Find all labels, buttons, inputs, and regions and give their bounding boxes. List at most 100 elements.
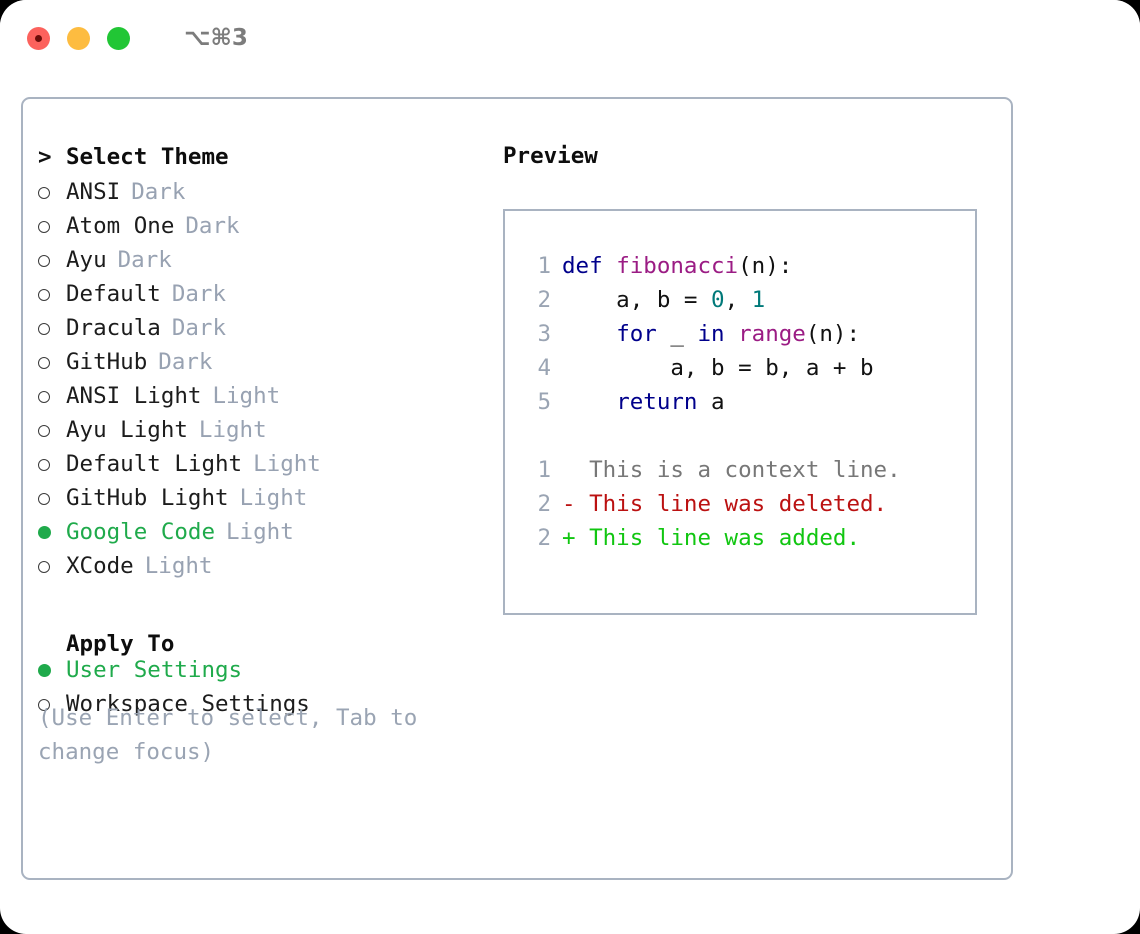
option-kind-badge: Dark [158,349,213,375]
code-line-number: 5 [537,389,551,415]
radio-unselected-icon[interactable] [38,448,66,482]
code-line-number: 3 [537,321,551,347]
code-line: 4 a, b = b, a + b [519,351,975,385]
keyboard-hint-text: (Use Enter to select, Tab to change focu… [38,705,431,765]
prompt-caret-cell: > [38,140,66,174]
apply-to-label: Apply To [66,631,175,657]
option-label: Dracula [66,315,161,341]
option-label: XCode [66,553,134,579]
option-kind-badge: Light [198,417,267,443]
radio-selected-icon[interactable] [38,516,66,550]
code-token: a [697,389,725,415]
diff-line: 2+ This line was added. [519,521,975,555]
radio-unselected-icon[interactable] [38,244,66,278]
diff-sample: 1 This is a context line.2- This line wa… [519,453,975,555]
diff-line-number: 1 [537,457,551,483]
radio-selected-icon[interactable] [38,654,66,688]
option-kind-badge: Dark [131,179,186,205]
theme-option-default-light[interactable]: Default Light Light [38,447,478,481]
radio-unselected-icon[interactable] [38,414,66,448]
theme-option-github-light[interactable]: GitHub Light Light [38,481,478,515]
maximize-window-button[interactable] [107,26,130,50]
code-token [562,389,616,415]
prompt-caret-icon: > [38,144,52,170]
code-diff-separator [519,419,975,453]
radio-unselected-icon[interactable] [38,210,66,244]
code-token: return [616,389,698,415]
radio-unselected-icon[interactable] [38,380,66,414]
apply-to-option-workspace-settings[interactable]: Workspace Settings [38,687,478,721]
theme-option-xcode[interactable]: XCode Light [38,549,478,583]
radio-unselected-icon[interactable] [38,346,66,380]
option-kind-badge: Dark [117,247,172,273]
radio-unselected-icon[interactable] [38,312,66,346]
select-theme-label: Select Theme [66,144,229,170]
radio-dot-hollow [38,391,50,403]
close-window-button[interactable] [27,26,50,50]
option-label: Default Light [66,451,243,477]
option-kind-badge: Light [212,383,281,409]
option-label: User Settings [66,657,243,683]
option-kind-badge: Dark [171,281,227,307]
radio-unselected-icon[interactable] [38,688,66,722]
apply-to-option-user-settings[interactable]: User Settings [38,653,478,687]
radio-dot-hollow [38,221,50,233]
diff-line: 1 This is a context line. [519,453,975,487]
code-line: 3 for _ in range(n): [519,317,975,351]
radio-dot-hollow [38,323,50,335]
diff-marker: - [562,491,576,517]
minimize-window-button[interactable] [67,26,90,50]
option-label: Atom One [66,213,175,239]
apply-to-heading-gutter [38,617,66,651]
radio-dot-hollow [38,255,50,267]
code-line: 5 return a [519,385,975,419]
option-kind-badge: Light [239,485,308,511]
radio-dot-hollow [38,493,50,505]
diff-line-content: This is a context line. [575,457,901,483]
option-label: GitHub Light [66,485,229,511]
diff-line-content: This line was deleted. [575,491,888,517]
radio-dot-hollow [38,699,50,711]
diff-marker [562,453,576,487]
radio-dot-hollow [38,561,50,573]
diff-line-content: This line was added. [575,525,861,551]
option-label: ANSI [66,179,121,205]
option-kind-badge: Light [226,519,294,545]
code-line-content: for _ in range(n): [562,317,860,351]
list-spacer [38,583,478,617]
window-controls [27,26,130,50]
option-label: Ayu [66,247,107,273]
code-token: fibonacci [616,253,739,279]
apply-to-heading-row: Apply To [38,617,478,657]
code-token: (n): [805,321,861,347]
radio-dot-filled [38,526,51,539]
theme-option-ansi[interactable]: ANSI Dark [38,175,478,209]
radio-unselected-icon[interactable] [38,176,66,210]
window-title: ⌥⌘3 [184,25,248,51]
code-line-content: def fibonacci(n): [562,249,792,283]
code-line-content: a, b = 0, 1 [562,283,765,317]
radio-unselected-icon[interactable] [38,278,66,312]
radio-dot-hollow [38,187,50,199]
option-kind-badge: Light [253,451,321,477]
radio-unselected-icon[interactable] [38,550,66,584]
code-token: a, b = [562,287,712,313]
code-token: range [738,321,806,347]
code-line-content: return a [562,385,725,419]
option-kind-badge: Light [144,553,213,579]
radio-unselected-icon[interactable] [38,482,66,516]
code-line: 2 a, b = 0, 1 [519,283,975,317]
theme-option-ayu[interactable]: Ayu Dark [38,243,478,277]
code-line-content: a, b = b, a + b [562,351,873,385]
